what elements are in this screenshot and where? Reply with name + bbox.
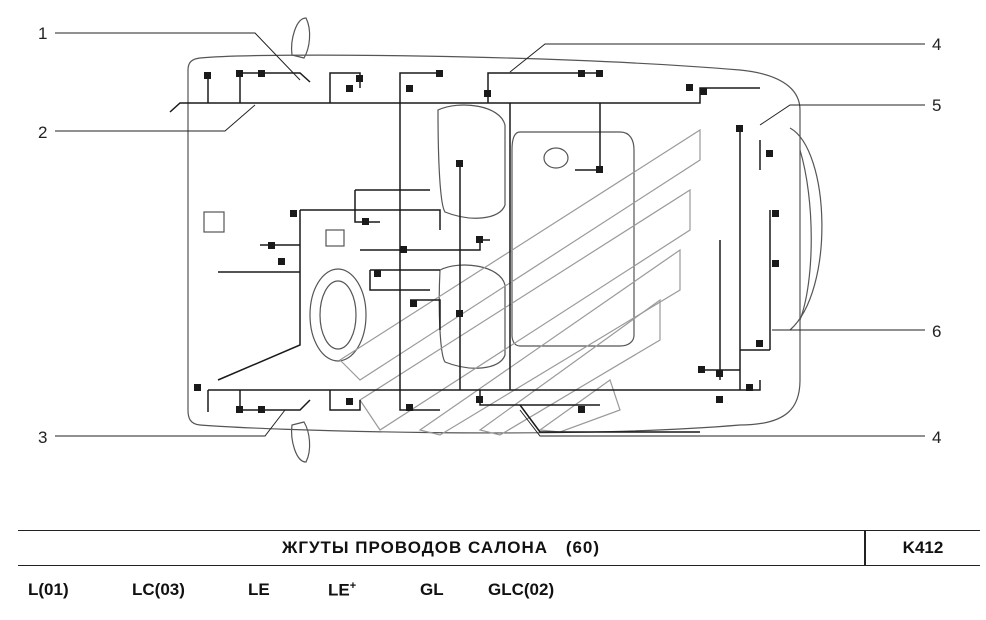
connectors xyxy=(194,70,779,413)
wiring-harness xyxy=(169,72,771,433)
wiring-diagram: 1 2 3 4 5 6 4 xyxy=(38,17,941,463)
callout-1: 1 xyxy=(38,24,47,43)
title-divider xyxy=(864,531,866,565)
variant-gl: GL xyxy=(420,580,444,599)
title-count: (60) xyxy=(565,538,601,557)
callout-5: 5 xyxy=(932,96,941,115)
variant-le-plus-label: LE xyxy=(328,580,350,600)
part-code: K412 xyxy=(902,538,944,557)
car-body-outline xyxy=(187,17,823,463)
callout-3: 3 xyxy=(38,428,47,447)
variant-le-plus: LE+ xyxy=(328,580,356,601)
title-text: ЖГУТЫ ПРОВОДОВ САЛОНА xyxy=(281,538,549,557)
variant-le-plus-suffix: + xyxy=(349,580,357,592)
callout-4-bottom: 4 xyxy=(932,428,941,447)
variant-list: L(01) LC(03) LE LE+ GL GLC(02) xyxy=(0,580,986,610)
leader-lines xyxy=(55,32,925,437)
variant-glc: GLC(02) xyxy=(488,580,555,599)
variant-le: LE xyxy=(248,580,270,599)
title-block: ЖГУТЫ ПРОВОДОВ САЛОНА (60) K412 xyxy=(18,530,980,566)
callout-2: 2 xyxy=(38,123,47,142)
callout-6: 6 xyxy=(932,322,941,341)
callout-4-top: 4 xyxy=(932,35,941,54)
variant-lc: LC(03) xyxy=(132,580,185,599)
page-title: ЖГУТЫ ПРОВОДОВ САЛОНА (60) xyxy=(18,531,864,565)
watermark xyxy=(339,128,701,436)
variant-l: L(01) xyxy=(28,580,69,599)
